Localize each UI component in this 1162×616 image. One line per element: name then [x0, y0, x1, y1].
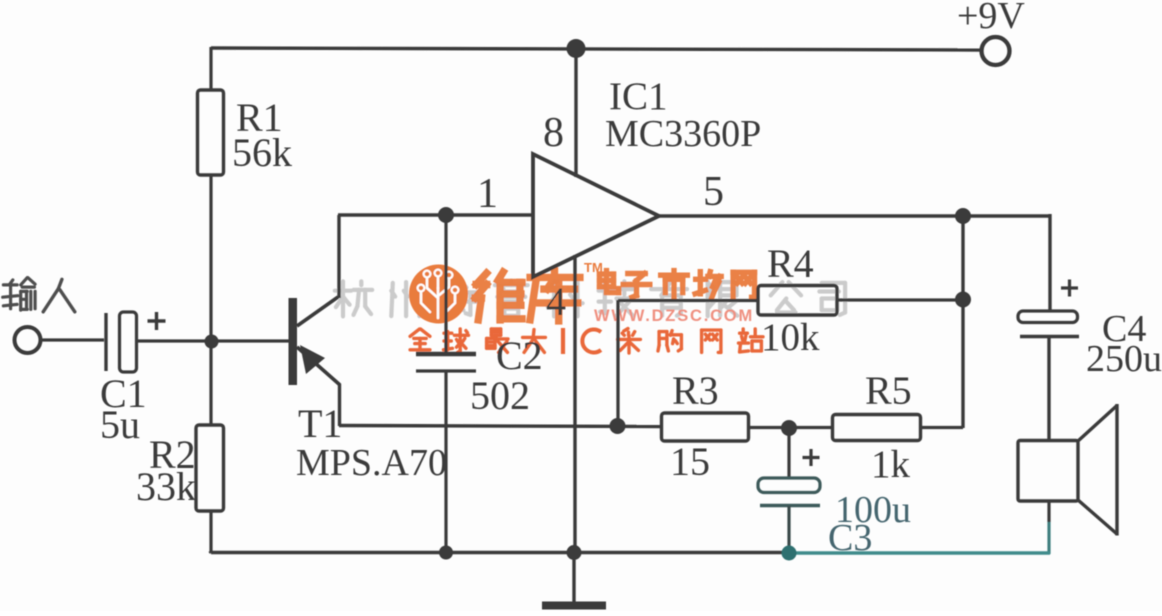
svg-text:8: 8: [543, 110, 564, 156]
svg-text:5: 5: [703, 169, 724, 215]
svg-text:R1: R1: [236, 95, 283, 140]
svg-text:WWW.DZSC.COM: WWW.DZSC.COM: [594, 307, 754, 325]
svg-text:MPS.A70: MPS.A70: [296, 442, 447, 484]
svg-text:C1: C1: [100, 371, 147, 416]
svg-text:100u: 100u: [835, 489, 911, 531]
svg-text:R3: R3: [672, 368, 719, 413]
svg-text:4: 4: [546, 279, 566, 324]
svg-text:15: 15: [670, 439, 710, 484]
svg-text:1k: 1k: [871, 443, 911, 486]
svg-text:250u: 250u: [1086, 338, 1162, 380]
svg-text:IC1: IC1: [609, 75, 668, 118]
svg-text:R5: R5: [865, 368, 912, 413]
svg-text:33k: 33k: [136, 464, 196, 509]
svg-text:R2: R2: [149, 432, 196, 477]
svg-text:10k: 10k: [761, 316, 820, 359]
svg-text:5u: 5u: [100, 402, 140, 447]
svg-text:C4: C4: [1102, 308, 1146, 350]
svg-text:MC3360P: MC3360P: [605, 113, 761, 155]
svg-text:1: 1: [477, 171, 498, 217]
svg-text:T1: T1: [298, 401, 342, 446]
svg-text:56k: 56k: [232, 130, 292, 175]
svg-text:R4: R4: [767, 241, 814, 286]
svg-text:C2: C2: [496, 333, 543, 378]
svg-text:+9V: +9V: [957, 0, 1025, 37]
svg-text:502: 502: [470, 373, 530, 418]
svg-text:TM: TM: [584, 260, 603, 275]
